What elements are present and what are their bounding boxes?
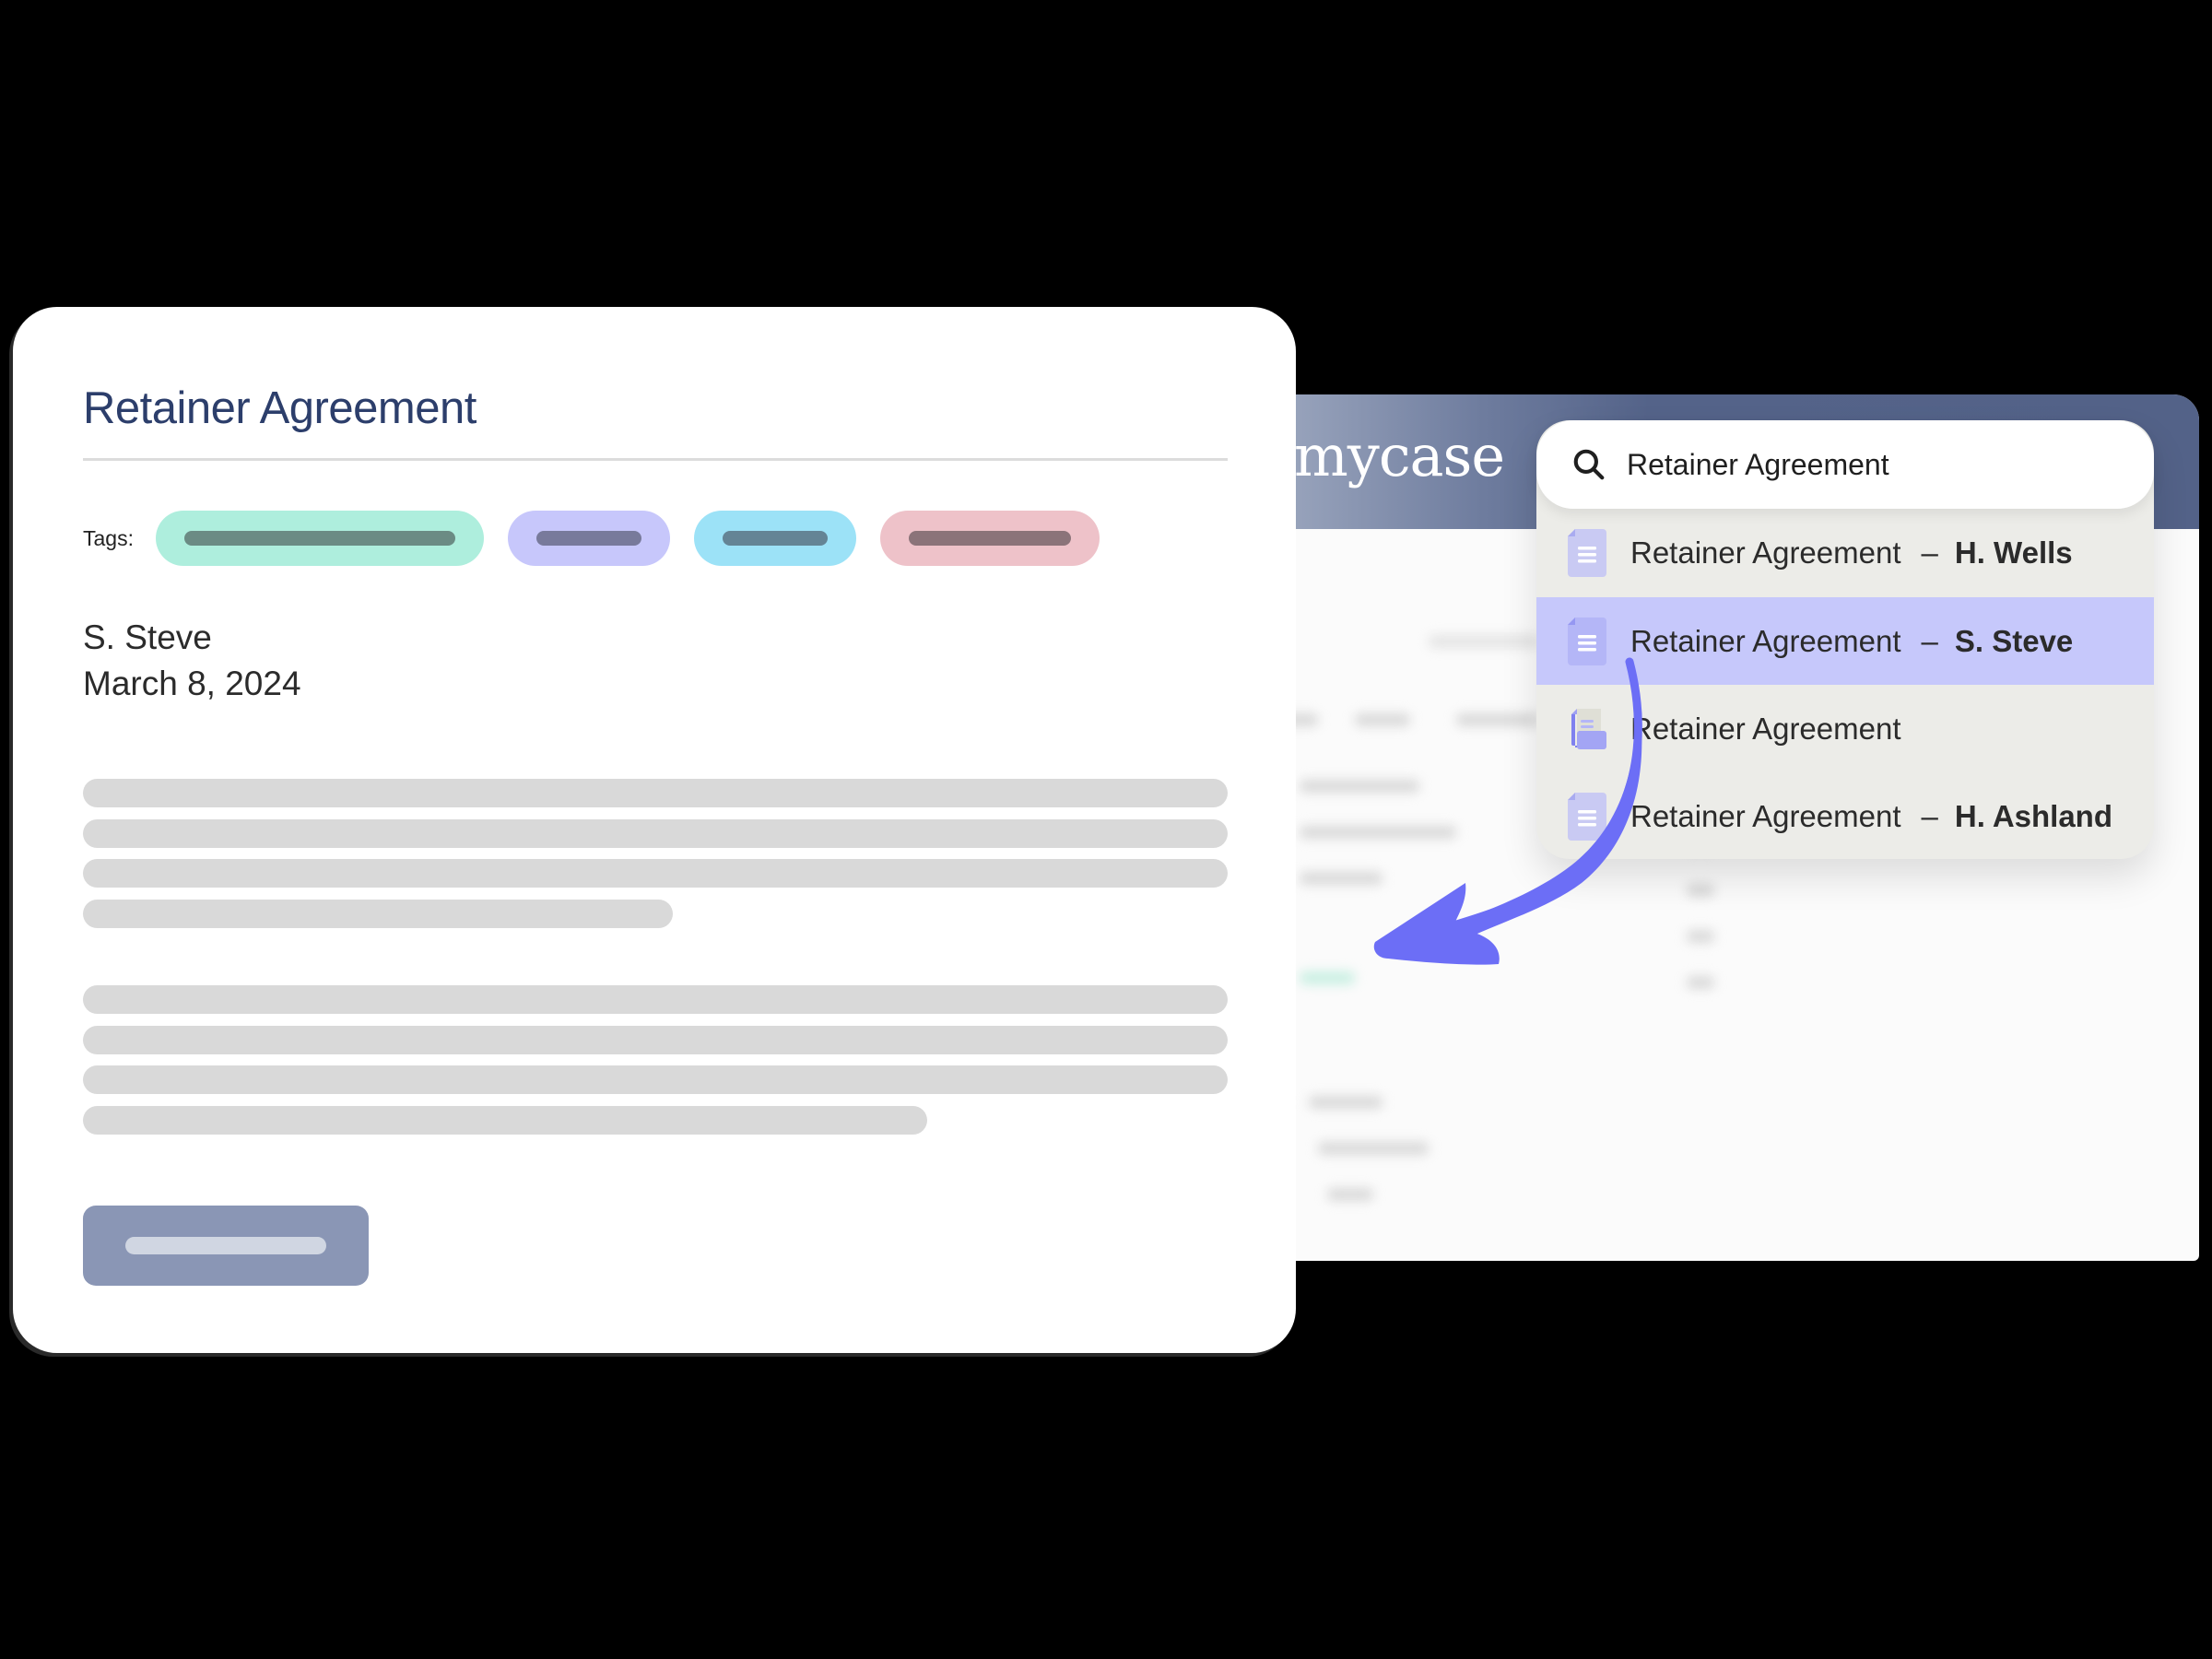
result-separator: – (1921, 623, 1938, 658)
result-client-name: H. Wells (1954, 535, 2073, 570)
result-client-name: H. Ashland (1954, 798, 2112, 833)
document-icon (1568, 617, 1606, 665)
text-placeholder-line (83, 985, 1228, 1014)
document-icon (1568, 792, 1606, 841)
text-placeholder-line (83, 819, 1228, 848)
tags-label: Tags: (83, 525, 134, 550)
document-card: Retainer Agreement Tags: S. Steve March … (13, 307, 1296, 1353)
mycase-logo: mycase (1294, 422, 1505, 489)
document-title: Retainer Agreement (83, 383, 477, 433)
result-title: Retainer Agreement (1630, 623, 1901, 658)
text-placeholder-line (83, 779, 1228, 807)
text-placeholder-line (83, 1065, 1228, 1094)
text-placeholder-line (83, 1106, 927, 1135)
search-result-item[interactable]: Retainer Agreement – H. Ashland (1536, 772, 2154, 860)
result-separator: – (1921, 798, 1938, 833)
title-divider (83, 458, 1228, 461)
text-placeholder-line (83, 859, 1228, 888)
document-meta: S. Steve March 8, 2024 (83, 615, 301, 707)
tag-placeholder (908, 531, 1071, 546)
result-title: Retainer Agreement (1630, 711, 1901, 746)
search-dropdown: Retainer Agreement Retainer Agreement – … (1536, 420, 2154, 859)
tag-chip[interactable] (155, 511, 484, 566)
tag-placeholder (722, 531, 828, 546)
result-client-name: S. Steve (1954, 623, 2074, 658)
document-icon (1568, 528, 1606, 577)
tags-row: Tags: (83, 511, 1124, 566)
tag-placeholder (183, 531, 455, 546)
search-input[interactable]: Retainer Agreement (1536, 420, 2154, 509)
search-query: Retainer Agreement (1627, 447, 1889, 481)
search-result-item[interactable]: Retainer Agreement (1536, 685, 2154, 772)
search-result-item-selected[interactable]: Retainer Agreement – S. Steve (1536, 597, 2154, 685)
button-label-placeholder (125, 1237, 326, 1254)
action-button[interactable] (83, 1206, 369, 1286)
document-date: March 8, 2024 (83, 665, 301, 702)
client-name: S. Steve (83, 618, 212, 656)
folder-document-icon (1571, 708, 1606, 749)
search-icon (1573, 449, 1605, 480)
search-result-item[interactable]: Retainer Agreement – H. Wells (1536, 509, 2154, 596)
result-title: Retainer Agreement (1630, 798, 1901, 833)
text-placeholder-line (83, 1026, 1228, 1054)
result-title: Retainer Agreement (1630, 535, 1901, 570)
result-separator: – (1921, 535, 1938, 570)
tag-chip[interactable] (693, 511, 856, 566)
tag-chip[interactable] (507, 511, 670, 566)
text-placeholder-line (83, 900, 673, 928)
tag-placeholder (535, 531, 641, 546)
tag-chip[interactable] (879, 511, 1100, 566)
